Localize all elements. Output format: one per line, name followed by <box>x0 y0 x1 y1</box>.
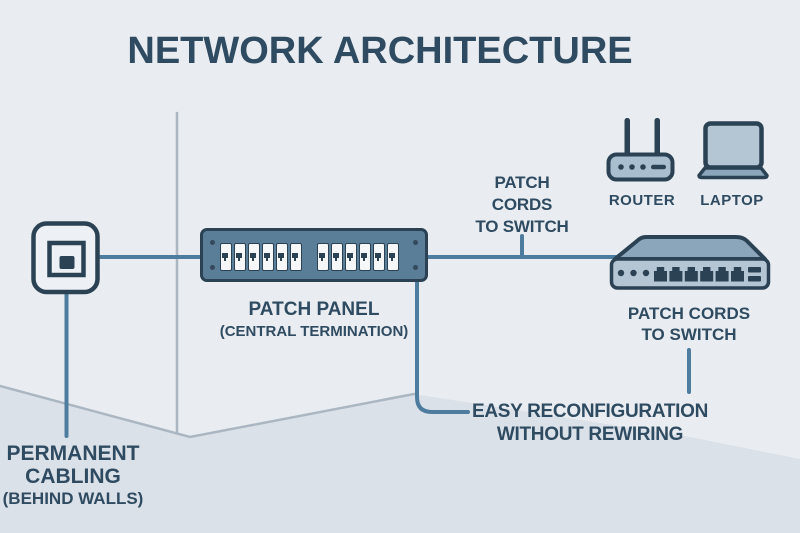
patch-panel-port <box>248 243 260 271</box>
switch-port <box>731 267 744 282</box>
label-line: TO SWITCH <box>641 325 737 344</box>
screw-icon <box>210 265 215 270</box>
switch-led <box>630 269 637 277</box>
label-laptop: LAPTOP <box>700 192 764 209</box>
floor-shape <box>0 386 800 533</box>
patch-panel-port <box>387 243 399 271</box>
label-line: PATCH <box>494 173 550 192</box>
label-line: CABLING <box>25 465 121 488</box>
patch-panel-port <box>262 243 274 271</box>
patch-panel-title: PATCH PANEL <box>248 299 380 320</box>
switch-port <box>654 267 667 282</box>
router-dash <box>651 164 666 170</box>
label-patch-cords-to-switch-upper: PATCH CORDS TO SWITCH <box>447 172 597 238</box>
patch-panel-port <box>359 243 371 271</box>
laptop-screen <box>703 121 764 170</box>
switch-led <box>642 269 650 277</box>
switch-led <box>617 269 625 277</box>
screw-icon <box>413 240 418 245</box>
patch-panel-port <box>276 243 288 271</box>
wall-base-line <box>0 384 416 439</box>
patch-panel-port-group <box>317 243 399 271</box>
laptop-base <box>697 166 769 180</box>
label-line: PERMANENT <box>6 442 140 465</box>
router-antenna <box>654 118 660 158</box>
patch-panel-port <box>220 243 232 271</box>
patch-panel-icon <box>200 228 428 282</box>
label-line: TO SWITCH <box>475 217 569 236</box>
switch-port <box>700 267 714 282</box>
patch-panel-port <box>234 243 246 271</box>
switch-icon <box>609 235 771 290</box>
router-led <box>640 164 646 170</box>
wall-jack-connector <box>59 256 75 269</box>
switch-uplink-port <box>748 267 761 273</box>
wall-lines <box>0 111 416 439</box>
wall-jack-socket <box>47 240 86 278</box>
page-title: NETWORK ARCHITECTURE <box>127 30 633 72</box>
patch-panel-subtitle: (CENTRAL TERMINATION) <box>219 323 409 340</box>
label-line: PATCH CORDS <box>627 304 751 323</box>
router-antenna <box>624 118 630 158</box>
patch-panel-port <box>373 243 385 271</box>
wall-jack-icon <box>31 221 100 295</box>
label-patch-cords-to-switch-lower: PATCH CORDS TO SWITCH <box>599 303 779 345</box>
label-line: (BEHIND WALLS) <box>2 489 144 508</box>
screw-icon <box>413 265 418 270</box>
switch-leds <box>617 269 650 277</box>
cable-panel-elbow <box>415 281 470 414</box>
switch-ports <box>654 267 744 282</box>
switch-port <box>715 267 729 282</box>
label-line: EASY RECONFIGURATION <box>471 401 709 422</box>
label-patch-panel: PATCH PANEL (CENTRAL TERMINATION) <box>199 299 429 340</box>
switch-top <box>613 235 767 261</box>
patch-panel-port <box>317 243 329 271</box>
switch-uplink-port <box>748 276 761 282</box>
label-easy-reconfiguration: EASY RECONFIGURATION WITHOUT REWIRING <box>455 400 725 446</box>
switch-port <box>669 267 683 282</box>
screw-icon <box>210 240 215 245</box>
label-line: CORDS <box>491 195 553 214</box>
label-router: ROUTER <box>608 192 676 209</box>
router-led <box>629 164 635 170</box>
switch-port <box>684 267 698 282</box>
laptop-icon <box>697 121 769 180</box>
label-permanent-cabling: PERMANENT CABLING (BEHIND WALLS) <box>0 442 146 509</box>
router-led <box>618 164 624 170</box>
patch-panel-port <box>345 243 357 271</box>
label-line: WITHOUT REWIRING <box>496 424 684 445</box>
patch-panel-port <box>331 243 343 271</box>
router-icon <box>606 118 675 182</box>
patch-panel-port-group <box>220 243 302 271</box>
patch-panel-port <box>290 243 302 271</box>
